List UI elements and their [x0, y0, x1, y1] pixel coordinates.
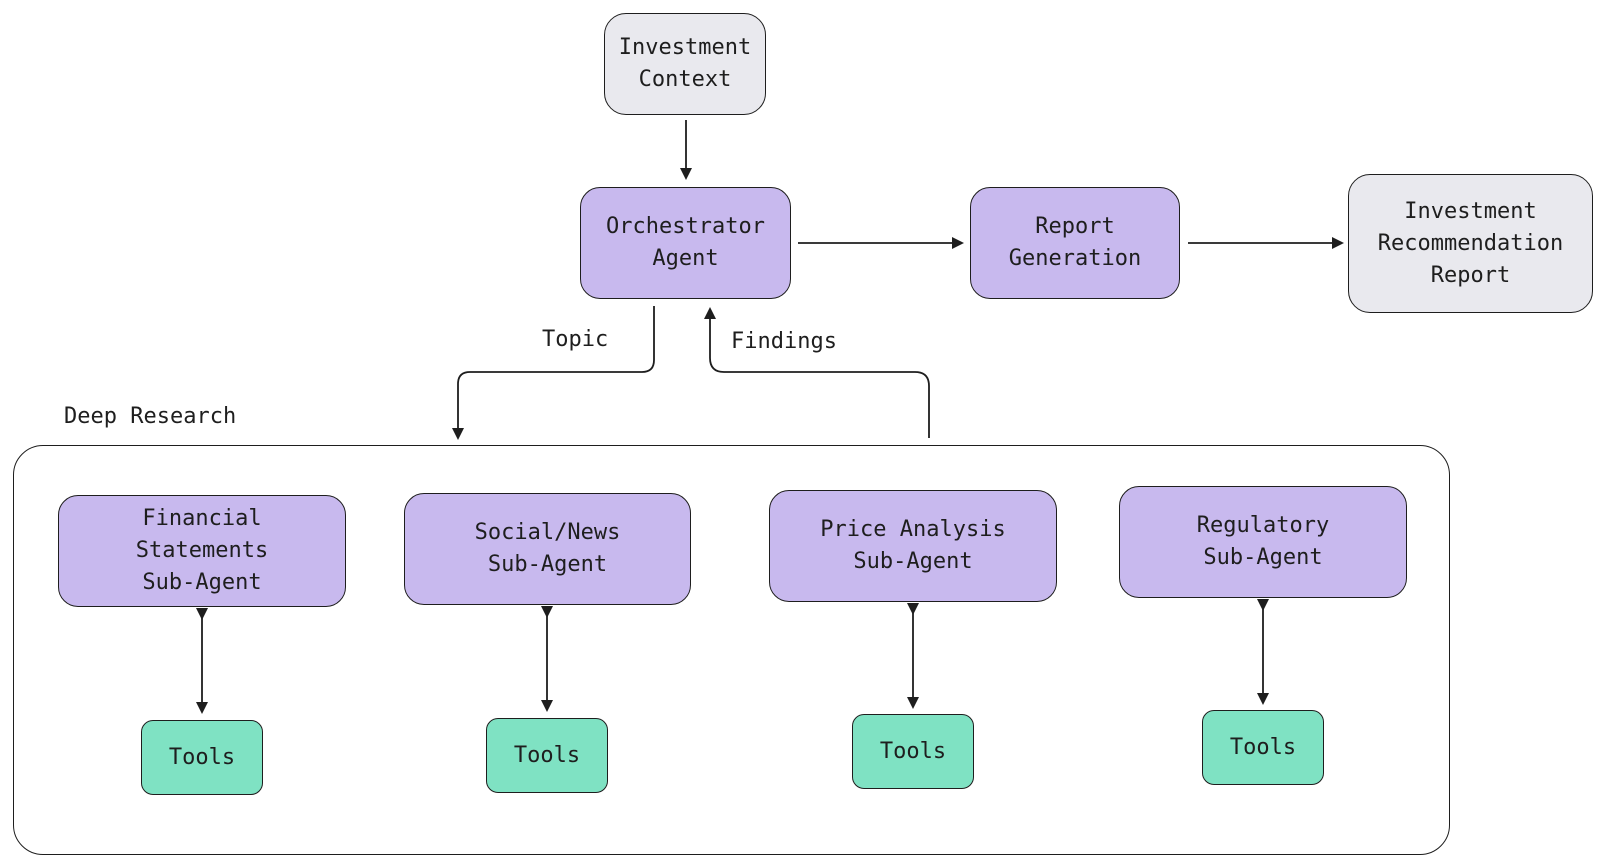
price-analysis-sub-agent-node: Price Analysis Sub-Agent [769, 490, 1057, 602]
report-generation-node: Report Generation [970, 187, 1180, 299]
orchestrator-agent-node: Orchestrator Agent [580, 187, 791, 299]
regulatory-sub-agent-node: Regulatory Sub-Agent [1119, 486, 1407, 598]
deep-research-group [13, 445, 1450, 855]
arrow-topic [452, 306, 655, 440]
financial-statements-sub-agent-node: Financial Statements Sub-Agent [58, 495, 346, 607]
deep-research-label: Deep Research [64, 404, 237, 429]
regulatory-tools-node: Tools [1202, 710, 1324, 785]
arrow-findings [704, 307, 930, 438]
social-news-sub-agent-node: Social/News Sub-Agent [404, 493, 691, 605]
investment-context-node: Investment Context [604, 13, 766, 115]
financial-tools-node: Tools [141, 720, 263, 795]
investment-recommendation-report-node: Investment Recommendation Report [1348, 174, 1593, 313]
findings-label: Findings [731, 329, 837, 354]
social-tools-node: Tools [486, 718, 608, 793]
topic-label: Topic [542, 327, 609, 352]
price-tools-node: Tools [852, 714, 974, 789]
